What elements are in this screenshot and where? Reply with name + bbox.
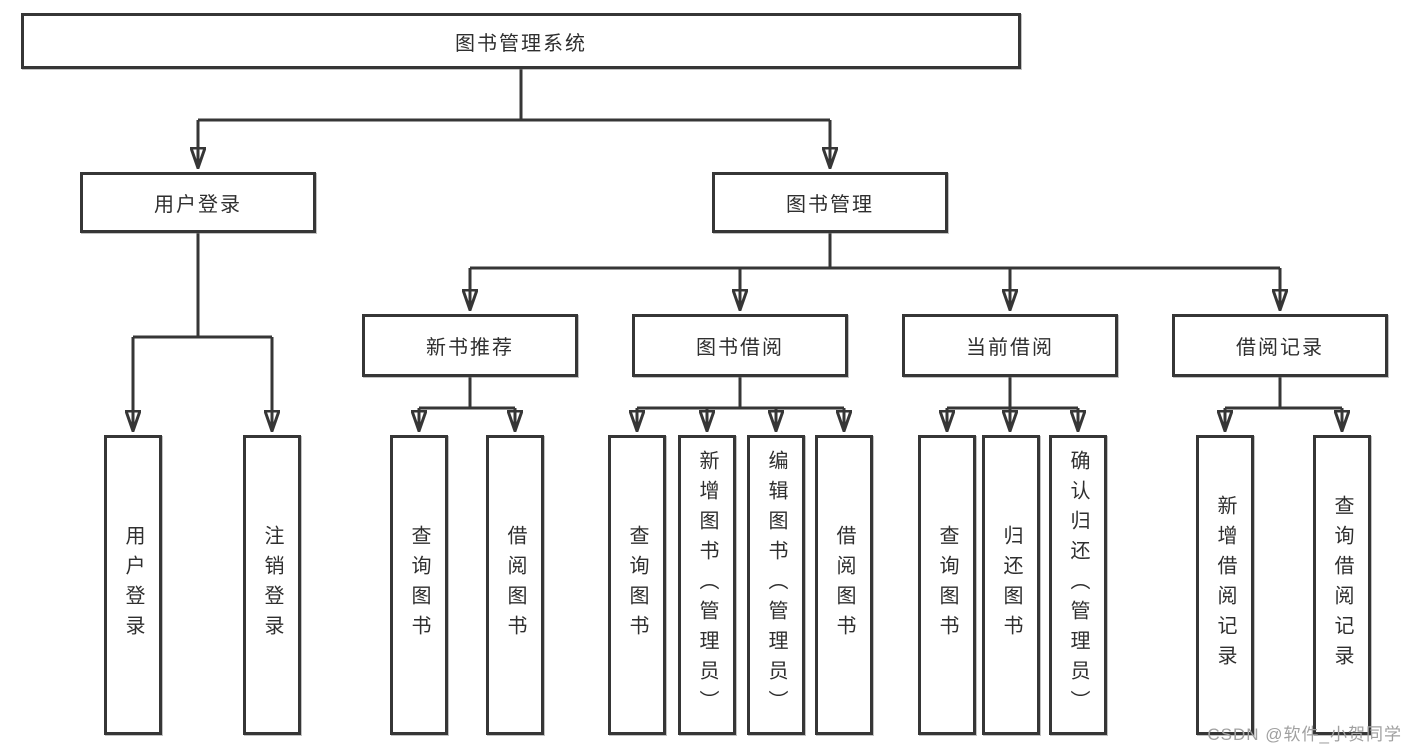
- leaf-newbook-query-books-label: 查询图书: [408, 525, 430, 645]
- leaf-current-return-books-label: 归还图书: [1000, 525, 1022, 645]
- leaf-borrow-borrow-books: 借阅图书: [815, 435, 873, 735]
- node-root-system: 图书管理系统: [21, 13, 1021, 69]
- node-current-borrow: 当前借阅: [902, 314, 1118, 377]
- node-book-borrow: 图书借阅: [632, 314, 848, 377]
- node-user-login-label: 用户登录: [154, 194, 242, 216]
- connector-root-trunk: [198, 69, 830, 122]
- leaf-newbook-borrow-books: 借阅图书: [486, 435, 544, 735]
- node-book-management: 图书管理: [712, 172, 948, 233]
- leaf-logout: 注销登录: [243, 435, 301, 735]
- node-borrow-records: 借阅记录: [1172, 314, 1388, 377]
- leaf-current-confirm-return-admin: 确认归还（管理员）: [1049, 435, 1107, 735]
- node-book-management-label: 图书管理: [786, 194, 874, 216]
- leaf-borrow-borrow-books-label: 借阅图书: [833, 525, 855, 645]
- node-borrow-records-label: 借阅记录: [1236, 337, 1324, 359]
- node-new-book-recommend: 新书推荐: [362, 314, 578, 377]
- leaf-logout-label: 注销登录: [261, 525, 283, 645]
- leaf-borrow-edit-books-admin: 编辑图书（管理员）: [747, 435, 805, 735]
- leaf-records-query-record-label: 查询借阅记录: [1331, 495, 1353, 675]
- leaf-current-query-books-label: 查询图书: [936, 525, 958, 645]
- leaf-current-query-books: 查询图书: [918, 435, 976, 735]
- connector-records-trunk: [1225, 377, 1342, 410]
- connector-user-login-trunk: [133, 233, 272, 339]
- connector-current-borrow-trunk: [947, 377, 1078, 410]
- leaf-records-query-record: 查询借阅记录: [1313, 435, 1371, 735]
- node-new-book-recommend-label: 新书推荐: [426, 337, 514, 359]
- leaf-borrow-edit-books-admin-label: 编辑图书（管理员）: [765, 450, 787, 720]
- leaf-newbook-query-books: 查询图书: [390, 435, 448, 735]
- connector-new-book-trunk: [419, 377, 515, 410]
- node-book-borrow-label: 图书借阅: [696, 337, 784, 359]
- leaf-newbook-borrow-books-label: 借阅图书: [504, 525, 526, 645]
- leaf-borrow-add-books-admin: 新增图书（管理员）: [678, 435, 736, 735]
- leaf-current-confirm-return-admin-label: 确认归还（管理员）: [1067, 450, 1089, 720]
- node-root-label: 图书管理系统: [455, 32, 587, 55]
- leaf-records-add-record: 新增借阅记录: [1196, 435, 1254, 735]
- leaf-user-login: 用户登录: [104, 435, 162, 735]
- leaf-borrow-query-books: 查询图书: [608, 435, 666, 735]
- leaf-borrow-query-books-label: 查询图书: [626, 525, 648, 645]
- node-current-borrow-label: 当前借阅: [966, 337, 1054, 359]
- leaf-user-login-label: 用户登录: [122, 525, 144, 645]
- leaf-records-add-record-label: 新增借阅记录: [1214, 495, 1236, 675]
- connector-book-borrow-trunk: [637, 377, 844, 410]
- leaf-borrow-add-books-admin-label: 新增图书（管理员）: [696, 450, 718, 720]
- connector-book-mgmt-trunk: [470, 233, 1280, 270]
- csdn-watermark: CSDN @软件_小贺同学: [1207, 725, 1402, 744]
- node-user-login: 用户登录: [80, 172, 316, 233]
- leaf-current-return-books: 归还图书: [982, 435, 1040, 735]
